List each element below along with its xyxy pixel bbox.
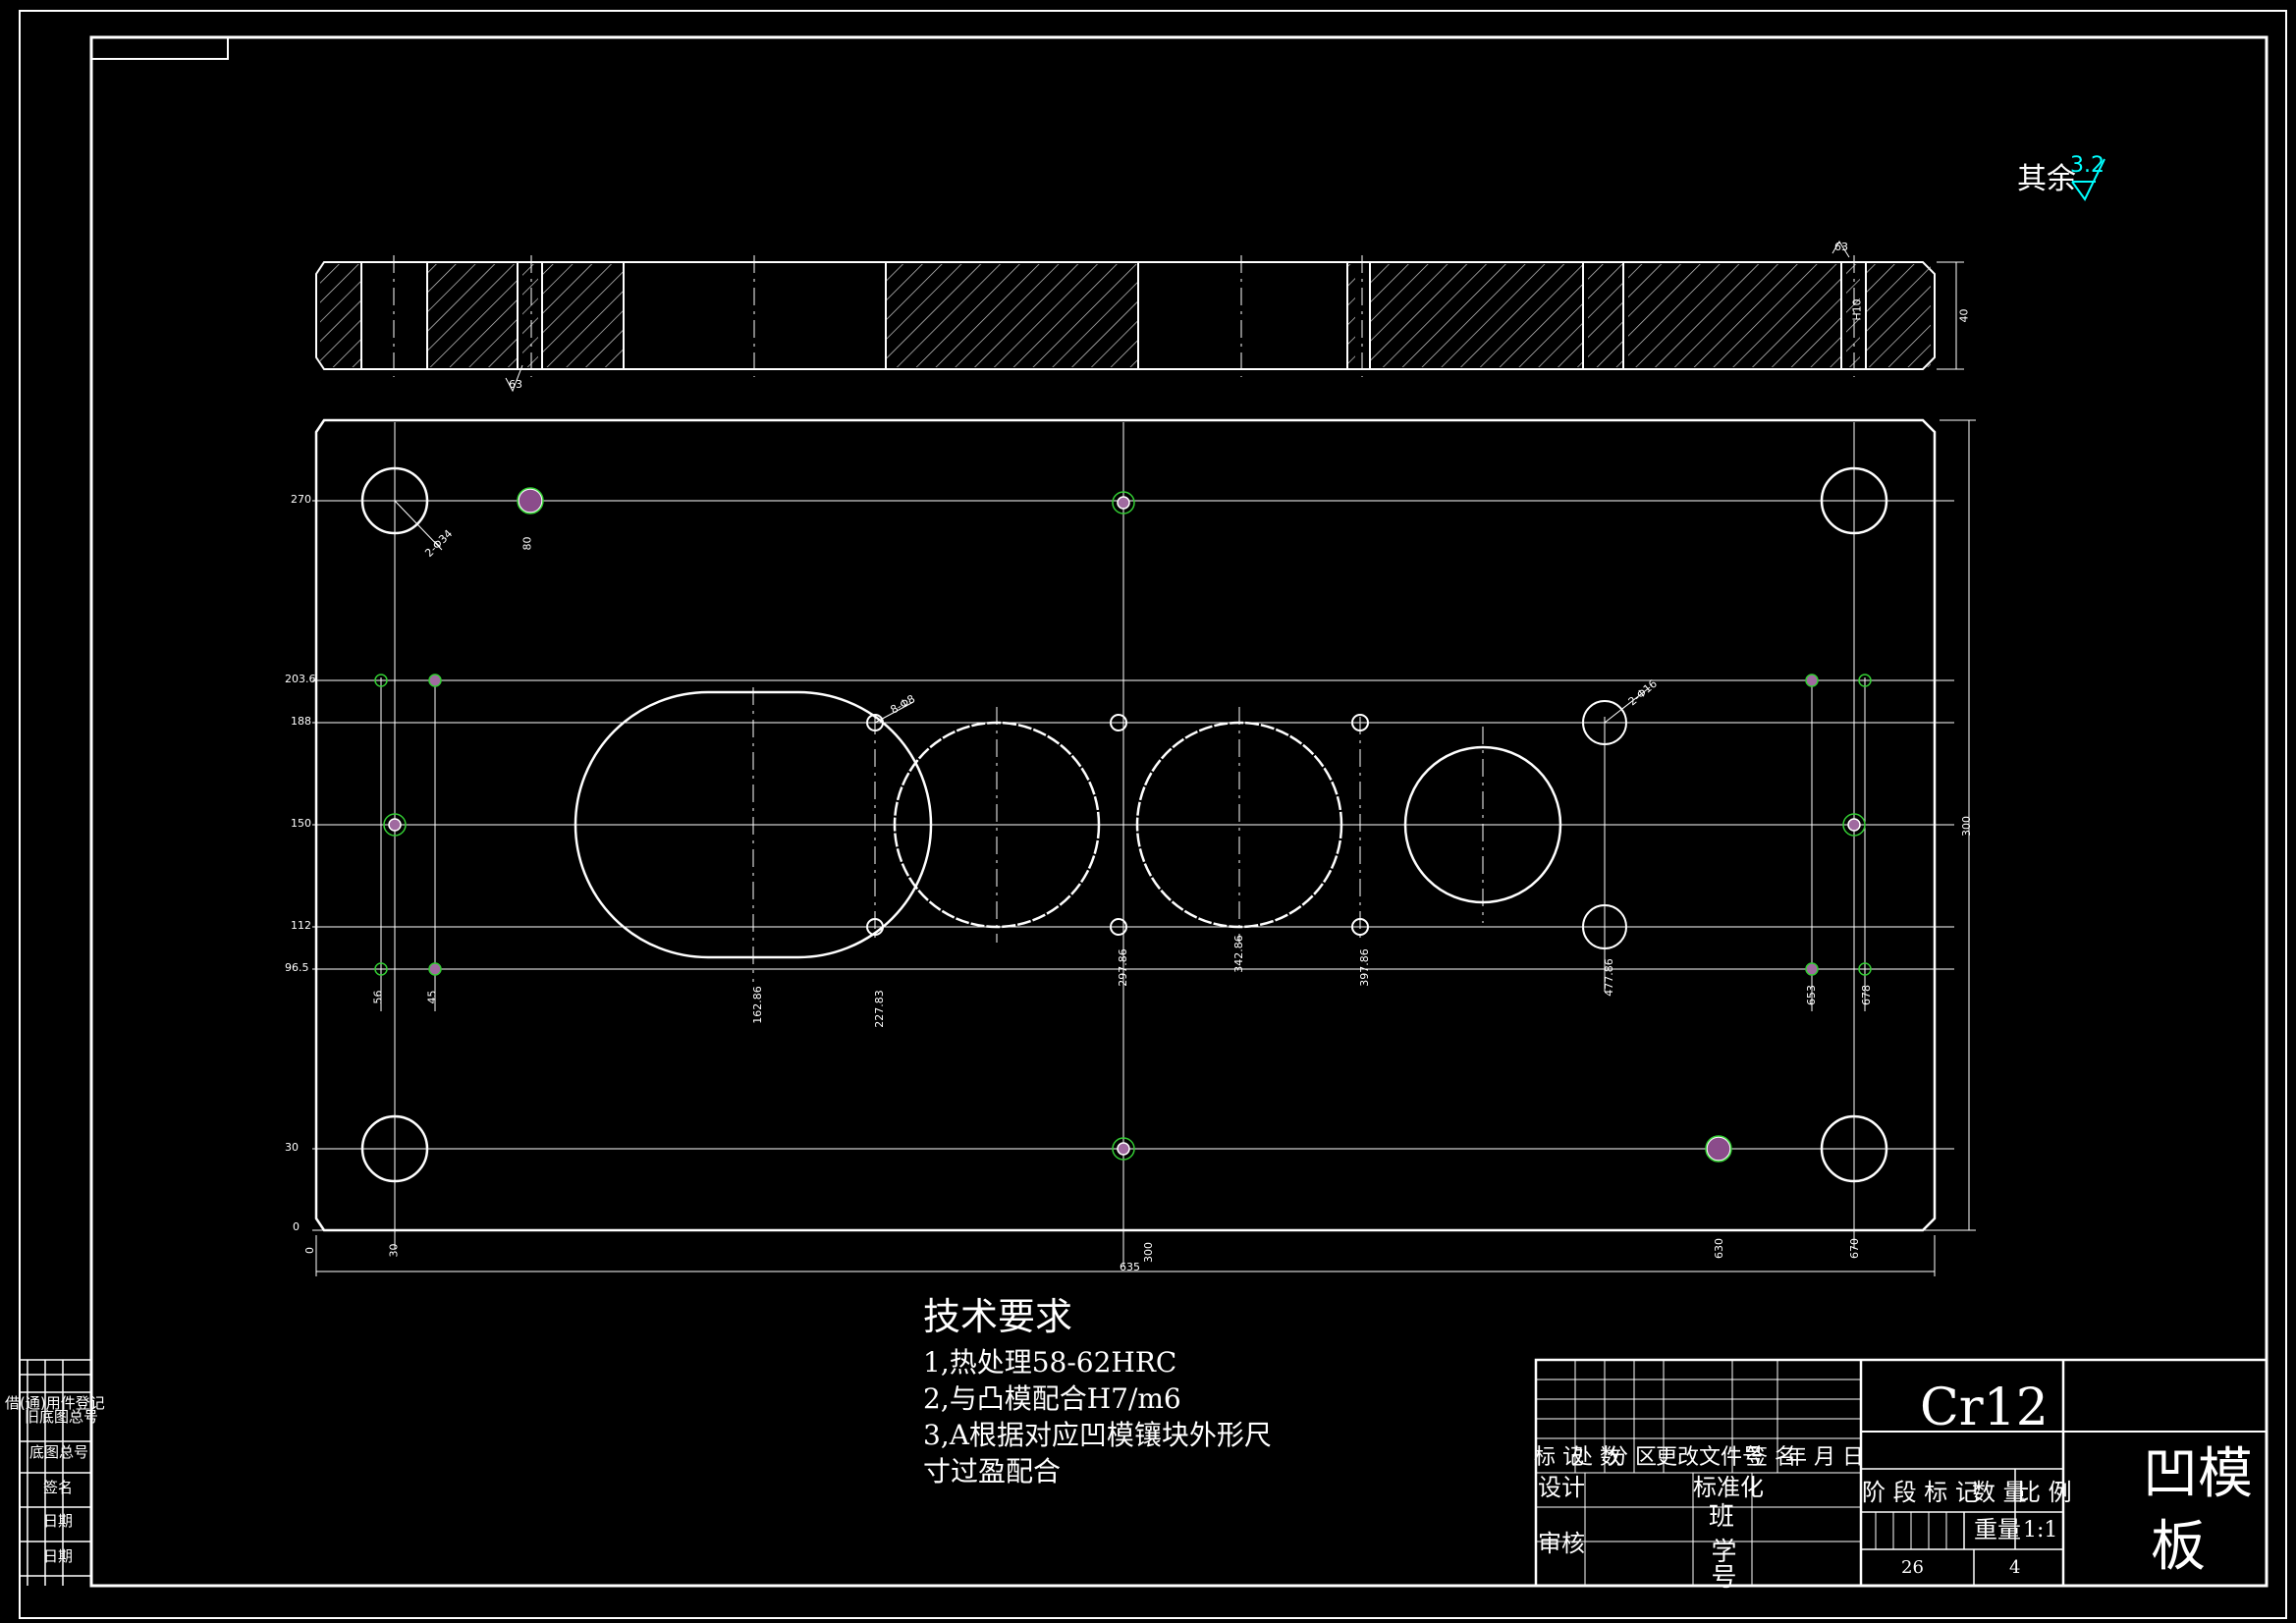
dim-height: 300 [1960,816,1973,837]
tech-req-title: 技术要求 [923,1295,1073,1338]
rev-header-cell: 标 记 [1534,1445,1584,1470]
tech-req-item: 3,A根据对应凹模镶块外形尺 [923,1419,1272,1451]
design-label: 设计 [1538,1474,1585,1501]
dim-x-label: 45 [425,990,439,1004]
tech-req-item: 2,与凸模配合H7/m6 [923,1382,1181,1415]
dim-x-label: 56 [371,990,385,1004]
rev-header-cell: 更改文件号 [1656,1445,1765,1470]
dim-x-label: 300 [1142,1242,1155,1263]
rev-header-cell: 处 数 [1571,1445,1621,1470]
surface-note-value: 3.2 [2070,153,2105,178]
dim-x-label: 477.86 [1602,958,1615,997]
sheet-total: 26 [1901,1557,1924,1578]
dim-x-label: 653 [1805,985,1818,1005]
dim-y-label: 150 [291,817,311,830]
dim-x-label: 227.83 [872,990,886,1028]
dim-x-label: 297.86 [1116,948,1129,987]
title-block-grid [1534,1358,2269,1588]
tech-req-item: 寸过盈配合 [923,1455,1062,1488]
number-label: 学号 [1707,1538,1736,1589]
rev-header-cell: 分 区 [1607,1445,1657,1470]
section-mark-left: 63 [509,378,522,391]
material-label: Cr12 [1920,1379,2049,1437]
part-name-line1: 凹模 [2143,1442,2253,1506]
dim-y-label: 188 [291,715,311,728]
inner-frame [89,35,2269,1588]
dim-x-label: 342.86 [1231,935,1245,973]
dim-y-label: 0 [293,1220,300,1233]
left-strip [20,1359,91,1586]
part-name-line2: 板 [2151,1515,2206,1579]
surface-note-label: 其余 [2017,162,2076,196]
dim-x-label: 0 [303,1247,316,1254]
scale-header: 比 例 [2017,1479,2072,1506]
weight-short: 重量 [1974,1516,2021,1543]
dim-x-label: 30 [387,1243,401,1258]
section-thickness: 40 [1957,308,1971,323]
dim-y-label: 30 [285,1141,299,1154]
dim-y-label: 112 [291,919,311,932]
section-view [315,241,1964,393]
section-mark-right: 63 [1834,241,1848,253]
audit-label: 审核 [1538,1530,1585,1557]
dim-x-label: 397.86 [1357,948,1371,987]
section-bore-label: H10 [1850,298,1864,321]
left-strip-text: 底图总号 [29,1443,89,1461]
weight-header: 数 量 [1972,1479,2027,1506]
stage-header: 阶 段 标 记 [1862,1479,1979,1506]
scale-value: 1:1 [2023,1518,2058,1542]
left-strip-text: 签名 [43,1479,74,1496]
left-strip-text: 日期 [43,1547,74,1565]
class-label: 班 [1709,1502,1735,1532]
dim-x-label: 670 [1848,1238,1861,1259]
outer-border [19,10,2287,1619]
dim-y-label: 203.6 [285,673,316,685]
sheet-number: 4 [2009,1557,2021,1578]
left-strip-text: 借(通)用件登记 [5,1394,105,1412]
tech-req-item: 1,热处理58-62HRC [923,1346,1177,1379]
rev-header-cell: 年 月 日 [1785,1445,1864,1470]
corner-code-box [90,36,229,60]
rev-header-cell: 签 名 [1746,1445,1796,1470]
left-strip-text: 旧底图总号 [25,1408,99,1426]
hole-label: 80 [520,536,534,551]
dim-y-label: 270 [291,493,311,506]
left-strip-text: 日期 [43,1512,74,1530]
roughness-symbol [2071,158,2105,201]
standardize-label: 标准化 [1693,1474,1764,1501]
dim-y-label: 96.5 [285,961,309,974]
dim-x-label: 630 [1713,1238,1725,1259]
plan-view [312,418,1976,1276]
dim-x-label: 162.86 [750,986,764,1024]
dim-x-label: 635 [1120,1261,1140,1273]
dim-x-label: 678 [1860,985,1873,1005]
